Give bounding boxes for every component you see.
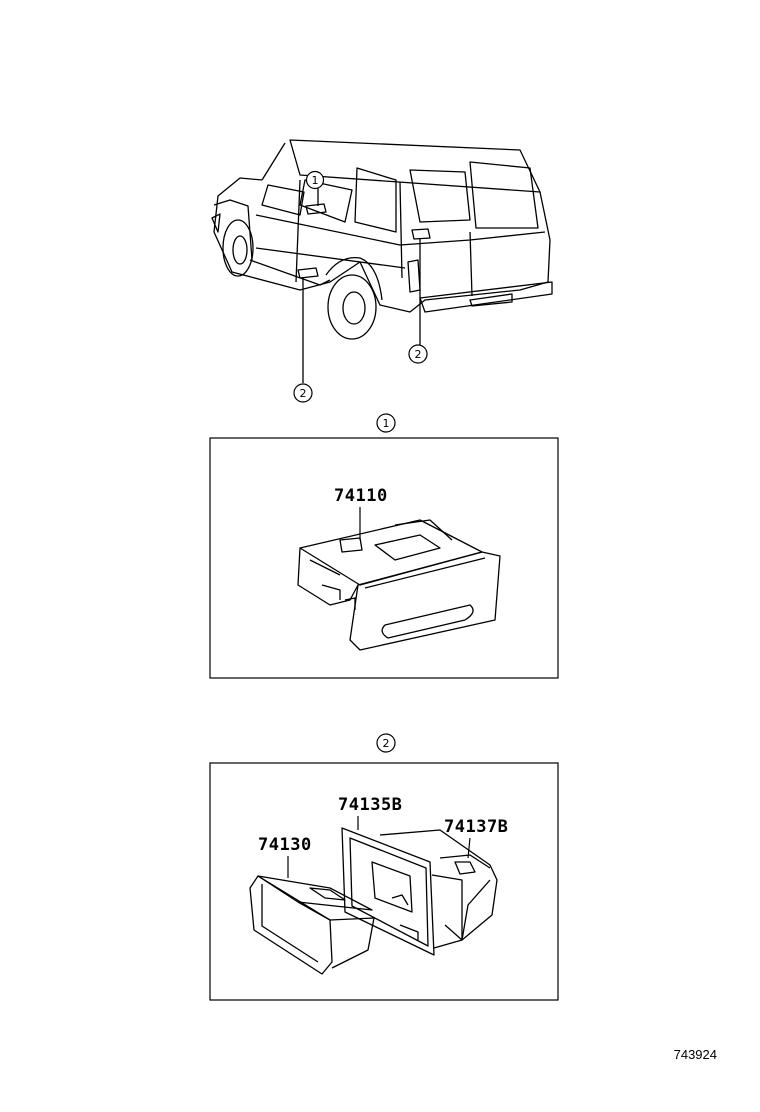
svg-text:2: 2	[415, 348, 422, 361]
vehicle-illustration	[211, 139, 553, 383]
svg-text:2: 2	[383, 737, 390, 750]
rear-ashtray-74130	[249, 875, 375, 975]
vehicle-callout-2-right: 2	[408, 344, 428, 364]
panel-1-frame	[209, 437, 559, 679]
svg-text:1: 1	[383, 417, 390, 430]
part-leaders	[287, 816, 471, 878]
part-number-74130: 74130	[258, 835, 312, 855]
front-ashtray-74110	[297, 519, 501, 651]
rear-ashtray-frame-74135B	[341, 827, 463, 956]
part-number-74137B: 74137B	[444, 817, 508, 837]
panel-2-callout: 2	[376, 733, 396, 753]
rear-ashtray-housing-74137B	[379, 829, 498, 941]
panel-2-frame	[209, 762, 559, 1001]
vehicle-callout-2-left: 2	[293, 383, 313, 403]
svg-text:2: 2	[300, 387, 307, 400]
part-number-74110: 74110	[334, 486, 388, 506]
panel-1-callout: 1	[376, 413, 396, 433]
part-number-74135B: 74135B	[338, 795, 402, 815]
diagram-code: 743924	[674, 1047, 717, 1062]
vehicle-callout-1: 1	[305, 170, 325, 190]
svg-text:1: 1	[312, 174, 319, 187]
